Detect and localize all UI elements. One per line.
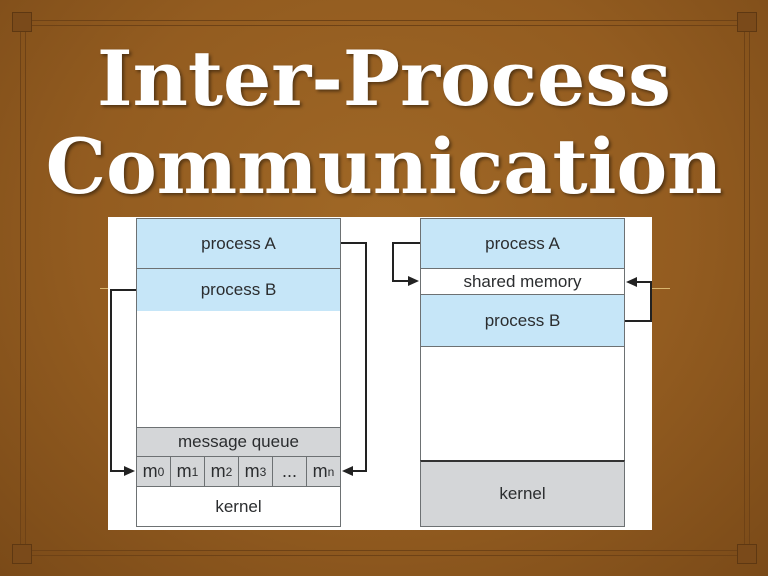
frame-corner-tl: [12, 12, 32, 32]
accent-line-right: [652, 288, 670, 289]
sm-free-space: [420, 346, 625, 461]
frame-top: [22, 20, 746, 26]
sm-connector-b: [650, 281, 652, 322]
mp-connector-a: [352, 470, 367, 472]
arrow-left-icon: [342, 466, 353, 476]
mp-kernel: kernel: [136, 486, 341, 527]
mp-message-queue-label: message queue: [178, 432, 299, 451]
arrow-right-icon: [408, 276, 419, 286]
sm-connector-b: [625, 320, 652, 322]
arrow-right-icon: [124, 466, 135, 476]
mp-connector-a: [341, 242, 367, 244]
sm-shared-memory-label: shared memory: [463, 271, 582, 291]
mp-connector-b: [110, 470, 125, 472]
sm-kernel: kernel: [420, 460, 625, 527]
mp-process-a: process A: [136, 218, 341, 269]
sm-connector-a: [392, 242, 420, 244]
mp-free-space: [136, 311, 341, 428]
frame-left: [20, 22, 26, 554]
sm-process-a-label: process A: [485, 233, 560, 253]
sm-kernel-label: kernel: [499, 484, 546, 503]
accent-line-left: [100, 288, 109, 289]
frame-right: [744, 22, 750, 554]
sm-process-b: process B: [420, 294, 625, 347]
sm-connector-a: [392, 242, 394, 282]
sm-process-a: process A: [420, 218, 625, 269]
slide-title-line2: Communication: [45, 122, 723, 211]
mp-connector-a: [365, 242, 367, 472]
mp-message-queue: message queue: [136, 427, 341, 457]
mp-kernel-label: kernel: [215, 496, 262, 516]
mp-process-b-label: process B: [200, 280, 277, 299]
arrow-left-icon: [626, 277, 637, 287]
mp-process-a-label: process A: [201, 233, 276, 253]
frame-corner-tr: [737, 12, 757, 32]
frame-corner-bl: [12, 544, 32, 564]
mp-process-b: process B: [136, 268, 341, 312]
sm-shared-memory: shared memory: [420, 268, 625, 295]
frame-corner-br: [737, 544, 757, 564]
mp-connector-b: [110, 289, 112, 472]
sm-process-b-label: process B: [484, 310, 561, 330]
slide-title-line1: Inter-Process: [97, 34, 671, 123]
sm-connector-a: [392, 280, 408, 282]
mp-connector-b: [110, 289, 136, 291]
queue-cell: ...: [272, 456, 307, 487]
frame-bottom: [22, 550, 746, 556]
sm-connector-b: [637, 281, 652, 283]
